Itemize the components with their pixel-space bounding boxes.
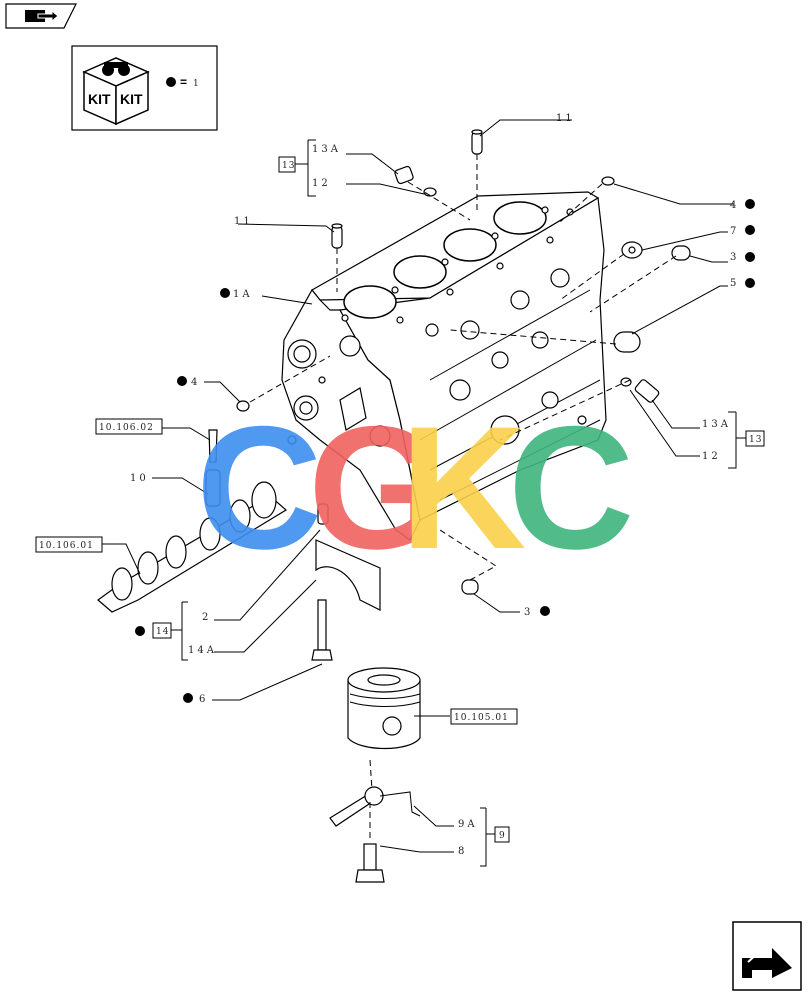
o-ring-top-right <box>601 176 615 186</box>
callout-12-top: 12 <box>312 178 331 189</box>
callout-2: 2 <box>202 612 211 623</box>
oil-jet-bolt <box>355 843 385 883</box>
bullet-icon <box>177 376 187 386</box>
bullet-icon <box>540 606 550 616</box>
callout-3-right: 3 <box>730 252 739 263</box>
cap-bolt <box>311 599 333 661</box>
group-13-top: 13 <box>282 161 295 171</box>
next-page-arrow-icon <box>742 943 792 978</box>
dowel-pin-top <box>471 129 483 155</box>
callout-7: 7 <box>730 226 739 237</box>
callout-6: 6 <box>199 694 208 705</box>
group-9: 9 <box>499 831 506 841</box>
callout-4-right: 4 <box>730 200 739 211</box>
bullet-icon <box>745 278 755 288</box>
bullet-icon <box>183 693 193 703</box>
ref-box-10-106-02[interactable] <box>95 418 163 435</box>
callout-12-right: 12 <box>702 451 721 462</box>
watermark-letter-1: C <box>196 391 322 586</box>
leader-lines <box>100 119 737 867</box>
bullet-icon <box>220 288 230 298</box>
group-13-right: 13 <box>749 435 762 445</box>
watermark: C G K C <box>196 391 634 586</box>
kit-value: 1 <box>193 79 200 89</box>
main-bearing-cap <box>315 503 381 611</box>
piston <box>347 667 421 750</box>
ref-box-10-106-01[interactable] <box>35 536 103 553</box>
callout-13a-top: 13A <box>312 144 341 155</box>
callout-4-left: 4 <box>191 377 200 388</box>
engine-block <box>281 191 607 541</box>
bullet-icon <box>745 225 755 235</box>
plug-3-right <box>671 245 691 261</box>
callout-10: 10 <box>130 473 149 484</box>
callout-1a: 1A <box>233 289 253 300</box>
callout-13a-right: 13A <box>702 419 731 430</box>
ref-box-10-105-01[interactable] <box>450 708 518 725</box>
plug-5 <box>613 331 641 353</box>
back-nav-button[interactable] <box>5 3 77 29</box>
next-page-button[interactable] <box>732 921 802 991</box>
oil-jet <box>329 786 421 827</box>
bullet-icon <box>745 199 755 209</box>
bullet-icon <box>135 626 145 636</box>
assembly-lines <box>249 154 677 842</box>
callout-3-bottom: 3 <box>524 607 533 618</box>
ref-10-105-01[interactable]: 10.105.01 <box>454 713 509 723</box>
callout-11-top: 11 <box>556 113 575 124</box>
watermark-letter-2: G <box>308 391 444 586</box>
bullet-icon <box>166 77 176 87</box>
kit-equals: = <box>180 75 187 89</box>
camshaft <box>97 469 288 613</box>
o-ring-left <box>236 400 250 412</box>
kit-box-icon: KIT KIT <box>82 57 150 126</box>
dowel-pin-left <box>331 223 343 249</box>
plug-13a-right <box>634 379 660 403</box>
callout-5: 5 <box>730 278 739 289</box>
watermark-letter-4: C <box>508 391 634 586</box>
kit-text-left: KIT <box>88 91 111 107</box>
watermark-letter-3: K <box>400 391 526 586</box>
ref-10-106-02[interactable]: 10.106.02 <box>99 423 154 433</box>
callout-8: 8 <box>458 846 467 857</box>
callout-11-left: 11 <box>234 216 253 227</box>
sensor-7 <box>621 241 643 259</box>
group-14: 14 <box>156 627 169 637</box>
kit-legend: KIT KIT = 1 <box>71 45 218 131</box>
dipstick-tube <box>208 429 218 463</box>
book-arrow-icon <box>25 9 59 23</box>
ref-10-106-01[interactable]: 10.106.01 <box>39 541 94 551</box>
callout-9a: 9A <box>458 819 478 830</box>
bullet-icon <box>745 252 755 262</box>
kit-text-right: KIT <box>120 91 143 107</box>
callout-14a: 14A <box>188 645 217 656</box>
